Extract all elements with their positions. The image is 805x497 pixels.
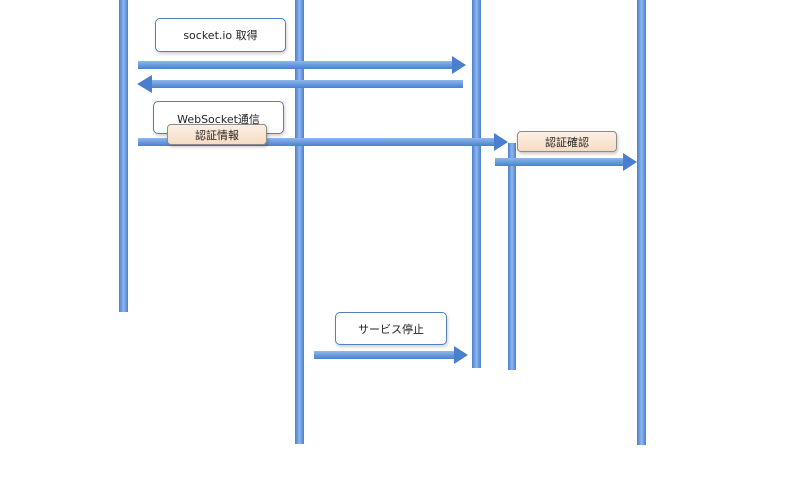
arrow-service-stop — [314, 346, 468, 364]
arrow-auth-info — [138, 133, 508, 151]
lifeline-4 — [637, 0, 646, 445]
auth-confirm-tag: 認証確認 — [517, 131, 617, 152]
arrow-socketio-response — [137, 75, 463, 93]
arrow-socketio-request — [138, 56, 466, 74]
lifeline-1 — [119, 0, 128, 312]
lifeline-3 — [472, 0, 481, 368]
service-stop-label: サービス停止 — [335, 312, 447, 345]
lifeline-2 — [295, 0, 304, 444]
socketio-get-label: socket.io 取得 — [155, 18, 286, 52]
arrow-auth-confirm — [495, 153, 637, 171]
auth-info-tag: 認証情報 — [167, 124, 267, 145]
activation-bar — [508, 143, 516, 370]
